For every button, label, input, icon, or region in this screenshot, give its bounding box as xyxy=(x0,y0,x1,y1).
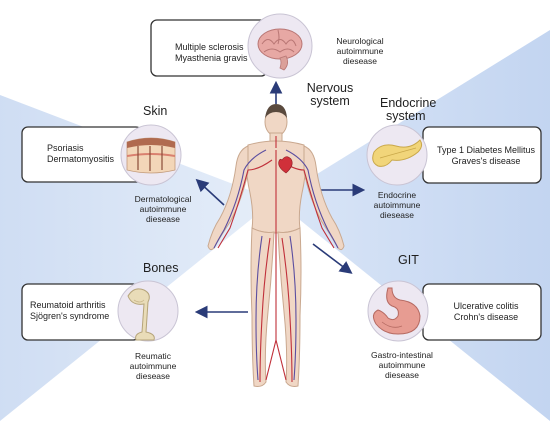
bones-disease-1: Reumatoid arthritis xyxy=(30,300,106,310)
arrows xyxy=(194,80,366,319)
nervous-disease-2: Myasthenia gravis xyxy=(175,53,248,63)
pancreas-icon xyxy=(366,124,428,186)
endocrine-category-line-2: autoimmune xyxy=(373,200,421,210)
skin-category-line-3: diesease xyxy=(145,214,181,224)
bones-category: Reumatic autoimmune diesease xyxy=(113,351,193,381)
git-category: Gastro-intestinal autoimmune diesease xyxy=(357,350,447,380)
git-category-line-2: autoimmune xyxy=(378,360,426,370)
stomach-icon xyxy=(367,280,429,342)
skin-category: Dermatological autoimmune diesease xyxy=(118,194,208,224)
brain-icon xyxy=(247,13,313,79)
endocrine-category-line-1: Endocrine xyxy=(377,190,417,200)
bones-category-line-3: diesease xyxy=(135,371,171,381)
nervous-category-line-2: autoimmune xyxy=(336,46,384,56)
endocrine-system-title: Endocrine system xyxy=(380,97,436,123)
endocrine-title-line-2: system xyxy=(386,109,426,123)
git-category-line-1: Gastro-intestinal xyxy=(371,350,433,360)
disease-boxes xyxy=(21,19,542,341)
nervous-category-line-3: diesease xyxy=(342,56,378,66)
endocrine-disease-list: Type 1 Diabetes Mellitus Graves's diseas… xyxy=(434,145,538,167)
bones-category-line-1: Reumatic xyxy=(135,351,171,361)
git-category-line-3: diesease xyxy=(384,370,420,380)
human-body-circulatory-icon xyxy=(207,104,345,387)
endocrine-title-line-1: Endocrine xyxy=(380,96,437,110)
endocrine-category-line-3: diesease xyxy=(379,210,415,220)
endocrine-disease-1: Type 1 Diabetes Mellitus xyxy=(436,145,536,155)
skin-title: Skin xyxy=(143,104,168,118)
nervous-system-title: Nervous system xyxy=(300,82,360,108)
bones-category-line-2: autoimmune xyxy=(129,361,177,371)
bones-disease-2: Sjögren's syndrome xyxy=(30,311,110,321)
skin-category-line-1: Dermatological xyxy=(134,194,192,204)
nervous-category-line-1: Neurological xyxy=(336,36,384,46)
arrow-to-skin xyxy=(195,178,225,206)
git-disease-2: Crohn's disease xyxy=(453,312,519,322)
nervous-title-line-2: system xyxy=(310,94,350,108)
bones-disease-list: Reumatoid arthritis Sjögren's syndrome xyxy=(30,300,109,322)
nervous-title-line-1: Nervous xyxy=(306,81,354,95)
endocrine-disease-2: Graves's disease xyxy=(451,156,521,166)
skin-disease-1: Psoriasis xyxy=(47,143,84,153)
endocrine-category: Endocrine autoimmune diesease xyxy=(357,190,437,220)
git-title: GIT xyxy=(398,253,419,267)
nervous-disease-1: Multiple sclerosis xyxy=(175,42,244,52)
git-disease-list: Ulcerative colitis Crohn's disease xyxy=(434,301,538,323)
git-disease-1: Ulcerative colitis xyxy=(453,301,519,311)
arrow-to-git xyxy=(312,243,353,274)
bone-icon xyxy=(117,280,179,342)
skin-disease-list: Psoriasis Dermatomyositis xyxy=(47,143,114,165)
nervous-disease-list: Multiple sclerosis Myasthenia gravis xyxy=(175,42,248,64)
skin-layers-icon xyxy=(120,124,182,186)
bones-title: Bones xyxy=(143,261,179,275)
skin-disease-2: Dermatomyositis xyxy=(47,154,115,164)
skin-category-line-2: autoimmune xyxy=(139,204,187,214)
nervous-category: Neurological autoimmune diesease xyxy=(320,36,400,66)
